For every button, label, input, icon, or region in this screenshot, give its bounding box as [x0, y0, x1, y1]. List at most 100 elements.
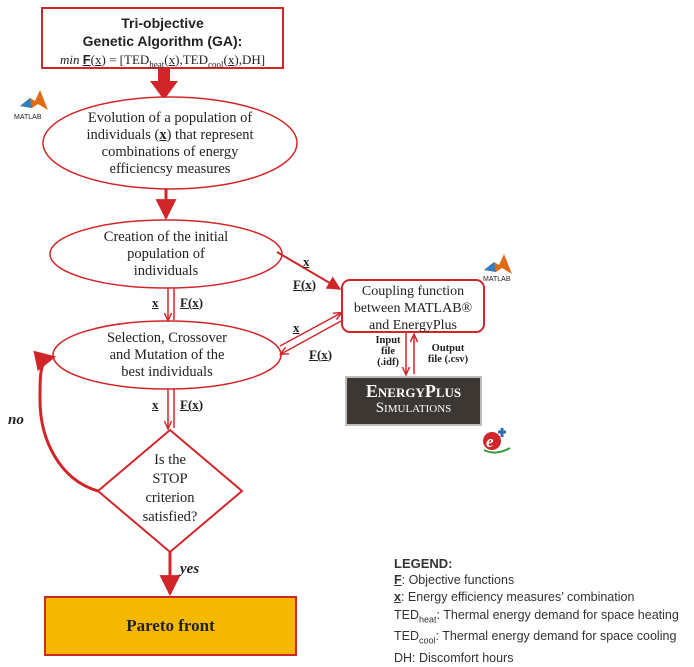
matlab-logo-icon: [20, 90, 48, 110]
arrow-selection-coupling: [280, 313, 341, 354]
label-x: x: [303, 254, 310, 269]
input-file-line2: file: [381, 346, 395, 357]
formula-F: F: [82, 52, 91, 67]
matlab-label: MATLAB: [14, 114, 42, 121]
matlab-label: MATLAB: [483, 276, 511, 283]
output-file-label: Output file (.csv): [418, 343, 478, 365]
label-F-close: ): [327, 347, 333, 362]
arrow-label-fx: F(x): [309, 347, 332, 363]
arrow-coupling-energyplus: [406, 333, 414, 374]
label-F-x: x: [321, 347, 328, 362]
arrow-label-x: x: [152, 295, 159, 311]
stop-line4: satisfied?: [142, 509, 198, 525]
ga-title-line1: Tri-objective: [121, 15, 204, 31]
evolution-line1: Evolution of a population of: [87, 110, 253, 126]
legend-ted-heat-desc: : Thermal energy demand for space heatin…: [436, 607, 679, 622]
label-x: x: [152, 397, 159, 412]
selection-text: Selection, Crossover and Mutation of the…: [67, 330, 267, 381]
coupling-function-box: Coupling function between MATLAB® and En…: [341, 279, 485, 333]
legend-F-key: F: [394, 573, 402, 588]
legend-ted-cool-desc: : Thermal energy demand for space coolin…: [435, 629, 677, 644]
evolution-line2-pre: individuals (: [86, 127, 160, 143]
arrow-no-loop: [33, 350, 99, 493]
label-F-x: x: [192, 397, 199, 412]
svg-text:e: e: [486, 432, 494, 451]
selection-line2: and Mutation of the: [109, 347, 225, 363]
legend-item-ted-cool: TEDcool: Thermal energy demand for space…: [394, 628, 694, 650]
stop-line3: criterion: [145, 490, 195, 506]
output-file-line1: Output: [431, 343, 465, 354]
energyplus-simulations-box: EnergyPlus Simulations: [345, 376, 482, 426]
arrow-creation-to-selection: [168, 288, 175, 320]
label-x: x: [152, 295, 159, 310]
legend-ted-cool-sub: cool: [419, 635, 436, 646]
coupling-line2: between MATLAB®: [353, 301, 473, 316]
coupling-line3: and EnergyPlus: [368, 318, 457, 333]
ga-formula: min F(x) = [TEDheat(x),TEDcool(x),DH]: [59, 52, 266, 70]
ga-title-line2: Genetic Algorithm (GA):: [82, 33, 243, 49]
label-F: F(: [293, 277, 306, 292]
legend-x-desc: : Energy efficiency measures’ combinatio…: [400, 590, 635, 605]
input-file-line3: (.idf): [377, 357, 399, 368]
label-F: F(: [309, 347, 322, 362]
legend-item-F: F: Objective functions: [394, 572, 694, 589]
label-F-x: x: [192, 295, 199, 310]
creation-line1: Creation of the initial: [103, 229, 229, 245]
label-F-close: ): [198, 397, 204, 412]
evolution-line4: efficiencsy measures: [109, 161, 231, 177]
legend-ted-heat-key: TED: [394, 607, 419, 622]
energyplus-logo-icon: e: [483, 428, 511, 454]
formula-dh: ,DH]: [238, 52, 266, 67]
legend-item-ted-heat: TEDheat: Thermal energy demand for space…: [394, 607, 694, 629]
label-F: F(: [180, 397, 193, 412]
legend-item-x: x: Energy efficiency measures’ combinati…: [394, 589, 694, 606]
formula-x: x: [95, 52, 102, 67]
label-x: x: [293, 320, 300, 335]
creation-text: Creation of the initial population of in…: [66, 229, 266, 280]
ga-objective-box: Tri-objective Genetic Algorithm (GA): mi…: [41, 7, 284, 70]
formula-eq: = [TED: [105, 52, 150, 67]
formula-min: min: [59, 52, 80, 67]
formula-x: x: [168, 52, 176, 67]
evolution-line2-post: ) that represent: [166, 127, 254, 143]
arrow-selection-to-stop: [168, 389, 175, 428]
label-F-x: x: [305, 277, 312, 292]
evolution-line3: combinations of energy: [101, 144, 239, 160]
selection-line1: Selection, Crossover: [106, 330, 227, 346]
coupling-line1: Coupling function: [361, 284, 465, 299]
pareto-label: Pareto front: [126, 616, 215, 635]
legend-x-key: x: [394, 590, 401, 605]
matlab-logo-icon: [484, 254, 512, 274]
arrow-label-x: x: [293, 320, 300, 336]
label-F-close: ): [198, 295, 204, 310]
input-file-line1: Input: [375, 335, 401, 346]
evolution-text: Evolution of a population of individuals…: [50, 110, 290, 178]
label-no: no: [8, 412, 24, 428]
creation-line3: individuals: [133, 263, 199, 279]
arrow-label-x: x: [152, 397, 159, 413]
legend-title: LEGEND:: [394, 556, 453, 571]
arrow-label-fx: F(x): [293, 277, 316, 293]
evolution-ellipse-shape: [42, 96, 298, 190]
creation-line2: population of: [127, 246, 205, 262]
label-F-close: ): [311, 277, 317, 292]
formula-ted: ,TED: [179, 52, 208, 67]
arrow-label-x: x: [303, 254, 310, 270]
legend-F-desc: : Objective functions: [401, 573, 515, 588]
arrow-label-fx: F(x): [180, 397, 203, 413]
legend-ted-cool-key: TED: [394, 629, 419, 644]
legend-item-dh: DH: Discomfort hours: [394, 651, 514, 666]
big-down-arrow: [150, 69, 178, 100]
formula-sub-heat: heat: [149, 59, 165, 70]
arrow-label-fx: F(x): [180, 295, 203, 311]
formula-x: x: [227, 52, 235, 67]
output-file-line2: file (.csv): [427, 354, 469, 365]
evolution-x: x: [159, 127, 167, 143]
energyplus-subtitle: Simulations: [375, 400, 452, 416]
selection-line3: best individuals: [121, 364, 213, 380]
stop-line2: STOP: [152, 471, 188, 487]
arrow-creation-to-coupling: [276, 251, 342, 290]
stop-line1: Is the: [154, 452, 186, 468]
evolution-line2: individuals (x) that represent: [50, 127, 290, 144]
